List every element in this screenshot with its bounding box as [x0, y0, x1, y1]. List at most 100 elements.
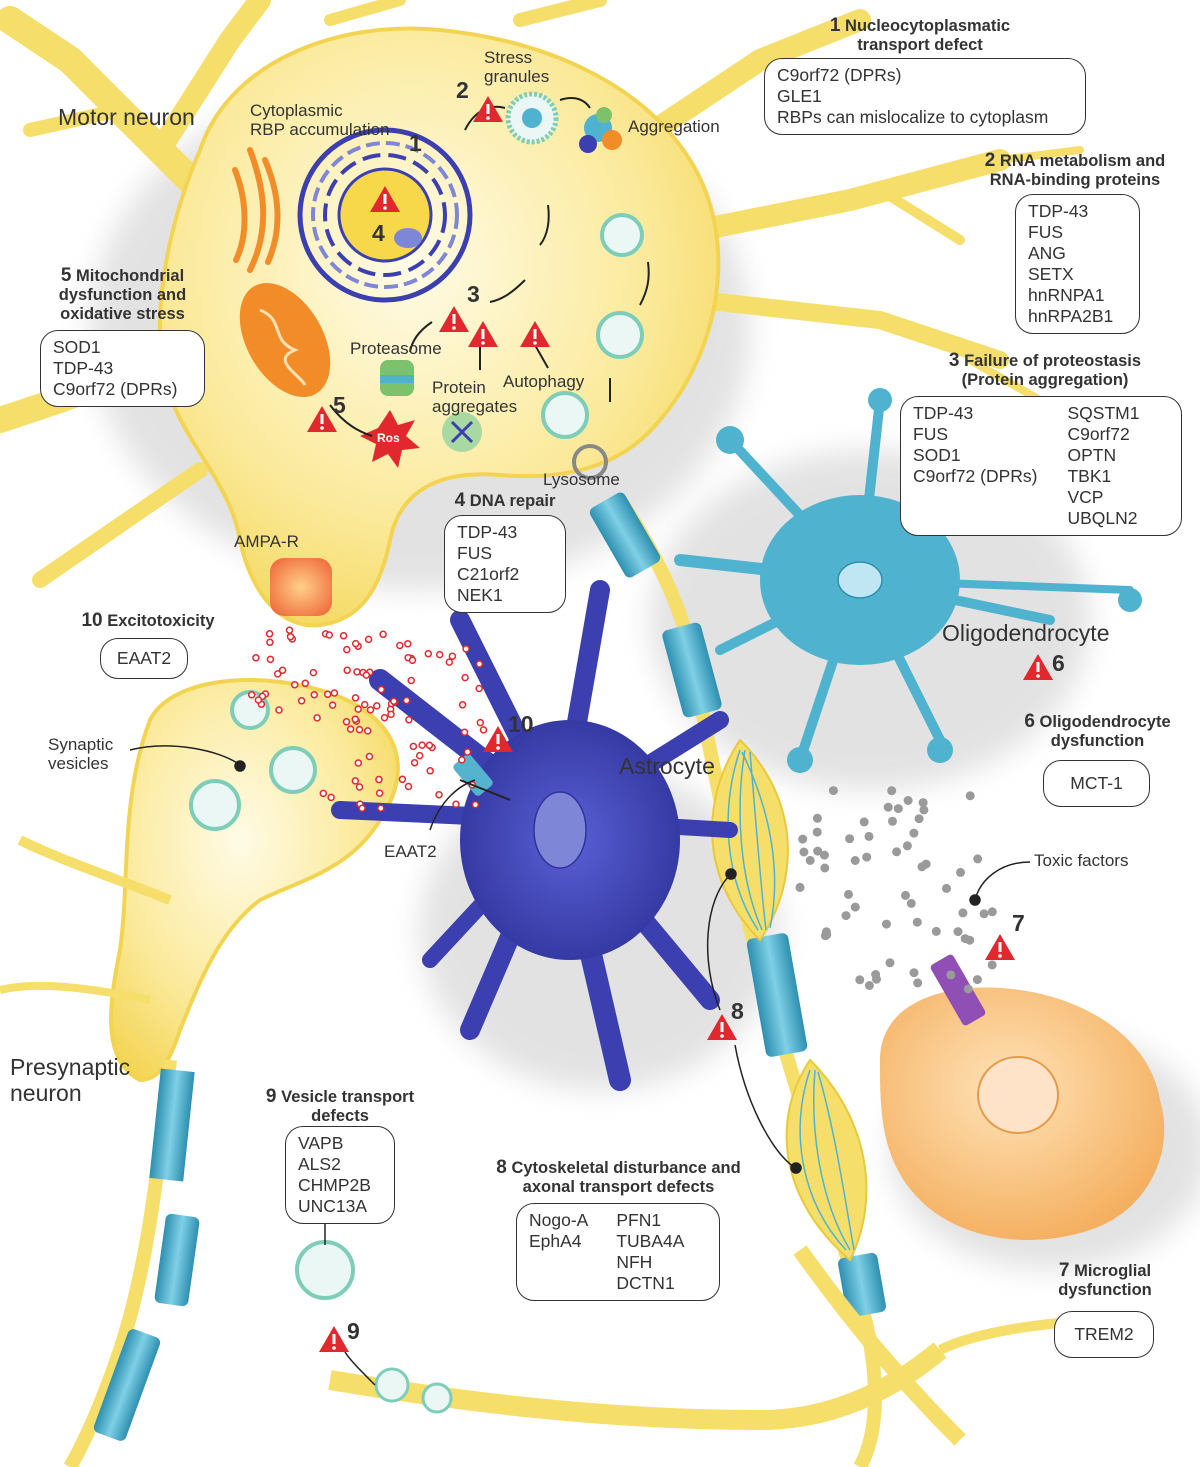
- mechanism-3-title: 3 Failure of proteostasis (Protein aggre…: [920, 350, 1170, 390]
- glutamate-dot: [479, 726, 488, 734]
- gene-item: TUBA4A: [616, 1231, 685, 1251]
- glutamate-dot: [452, 800, 460, 809]
- mechanism-8-number: 8: [496, 1157, 507, 1178]
- glutamate-dot: [424, 649, 433, 658]
- glutamate-dot: [358, 804, 366, 813]
- toxic-factor-dot: [963, 984, 973, 994]
- toxic-factor-dot: [893, 804, 903, 814]
- mechanism-9-number: 9: [265, 1086, 277, 1107]
- glutamate-dot: [313, 714, 321, 722]
- glutamate-dot: [351, 777, 360, 785]
- toxic-factor-dot: [862, 852, 872, 862]
- gene-item: PFN1: [616, 1210, 662, 1230]
- astrocyte-cell: [331, 580, 738, 1091]
- toxic-factor-dot: [821, 927, 831, 937]
- label-oligodendrocyte: Oligodendrocyte: [942, 620, 1110, 646]
- gene-item: NFH: [616, 1252, 653, 1272]
- gene-item: C9orf72 (DPRs): [777, 65, 902, 85]
- toxic-factor-dot: [901, 890, 910, 900]
- glutamate-dot: [377, 804, 385, 812]
- label-protein-aggregates: Protein aggregates: [432, 378, 518, 417]
- glutamate-dot: [471, 800, 480, 809]
- gene-item: CHMP2B: [298, 1175, 371, 1195]
- glutamate-dot: [445, 658, 454, 666]
- toxic-factor-dot: [931, 926, 941, 936]
- mechanism-6-gene-box: MCT-1: [1043, 760, 1150, 807]
- glutamate-dot: [366, 706, 375, 714]
- toxic-factor-dot: [987, 960, 997, 970]
- glutamate-dot: [353, 668, 361, 676]
- warning-triangles: [307, 96, 1053, 1352]
- gene-item: MCT-1: [1070, 773, 1123, 793]
- stress-granule: [505, 91, 559, 145]
- axon-spindles: [711, 738, 966, 1446]
- toxic-factor-dot: [805, 855, 815, 865]
- mechanism-3-title-text: Failure of proteostasis (Protein aggrega…: [961, 352, 1142, 390]
- proteasome: [380, 360, 414, 396]
- toxic-factor-dot: [855, 975, 865, 985]
- warning-icon: [370, 186, 400, 212]
- toxic-factor-dot: [798, 834, 808, 844]
- warning-icon: [985, 934, 1015, 960]
- glutamate-dot: [364, 635, 373, 644]
- mechanism-6-title-text: Oligodendrocyte dysfunction: [1039, 713, 1171, 751]
- glutamate-dot: [461, 673, 469, 682]
- mechanism-9-title-text: Vesicle transport defects: [281, 1088, 415, 1126]
- label-stress-granules: Stress granules: [484, 48, 550, 87]
- glutamate-dot: [398, 775, 407, 784]
- glutamate-dot: [379, 630, 387, 639]
- warning-icon: [307, 406, 337, 432]
- label-proteasome: Proteasome: [350, 339, 442, 358]
- bottom-dendrite: [328, 1342, 947, 1431]
- gene-item: VAPB: [298, 1133, 344, 1153]
- toxic-factor-dot: [973, 854, 983, 864]
- gene-item: FUS: [913, 424, 948, 444]
- gene-item: TDP-43: [1028, 201, 1089, 221]
- mechanism-8-title-text: Cytoskeletal disturbance and axonal tran…: [511, 1159, 741, 1197]
- gene-item: TDP-43: [53, 358, 114, 378]
- toxic-factor-dot: [892, 847, 902, 857]
- glutamate-dot: [355, 783, 364, 791]
- label-aggregation: Aggregation: [628, 117, 720, 136]
- toxic-factor-dot: [820, 863, 830, 873]
- marker-2: 2: [456, 77, 469, 103]
- glutamate-dot: [354, 705, 362, 713]
- glutamate-dot: [418, 741, 426, 749]
- mechanism-3-number: 3: [948, 350, 960, 371]
- label-motor-neuron: Motor neuron: [58, 104, 195, 130]
- presynaptic-terminal: [109, 678, 400, 1083]
- glutamate-dot: [343, 666, 351, 674]
- glutamate-dot: [254, 696, 263, 704]
- glutamate-dot: [360, 700, 369, 709]
- mechanism-9-gene-box: VAPB ALS2 CHMP2B UNC13A: [285, 1126, 395, 1224]
- toxic-factor-dot: [913, 978, 923, 988]
- warning-icon: [468, 321, 498, 347]
- toxic-factor-dot: [979, 909, 989, 919]
- glutamate-dot: [354, 759, 363, 767]
- marker-5: 5: [333, 392, 346, 418]
- mechanism-4-title: 4 DNA repair: [445, 490, 565, 511]
- label-cytoplasmic-rbp: Cytoplasmic RBP accumulation: [250, 101, 390, 140]
- toxic-factor-dot: [965, 935, 975, 945]
- mechanism-5-number: 5: [60, 265, 72, 286]
- warning-icon: [473, 96, 503, 122]
- toxic-factor-dot: [958, 908, 968, 918]
- gene-item: FUS: [1028, 222, 1063, 242]
- glutamate-dot: [390, 697, 398, 705]
- toxic-factor-dot: [844, 889, 853, 899]
- toxic-factor-dots: [795, 786, 997, 994]
- toxic-factor-dot: [812, 827, 822, 837]
- ros-burst: [360, 410, 420, 468]
- mechanism-9-title: 9 Vesicle transport defects: [250, 1086, 430, 1126]
- toxic-factor-dot: [819, 850, 829, 860]
- gene-item: TREM2: [1074, 1324, 1134, 1344]
- label-ampa-r: AMPA-R: [234, 532, 299, 551]
- marker-1: 1: [409, 130, 422, 156]
- marker-9: 9: [347, 1318, 360, 1344]
- glutamate-dot: [380, 713, 389, 722]
- mechanism-5-title: 5 Mitochondrial dysfunction and oxidativ…: [40, 265, 205, 323]
- microglia-cell: [880, 954, 1165, 1240]
- mechanism-7-number: 7: [1058, 1260, 1070, 1281]
- glutamate-dot: [343, 645, 351, 654]
